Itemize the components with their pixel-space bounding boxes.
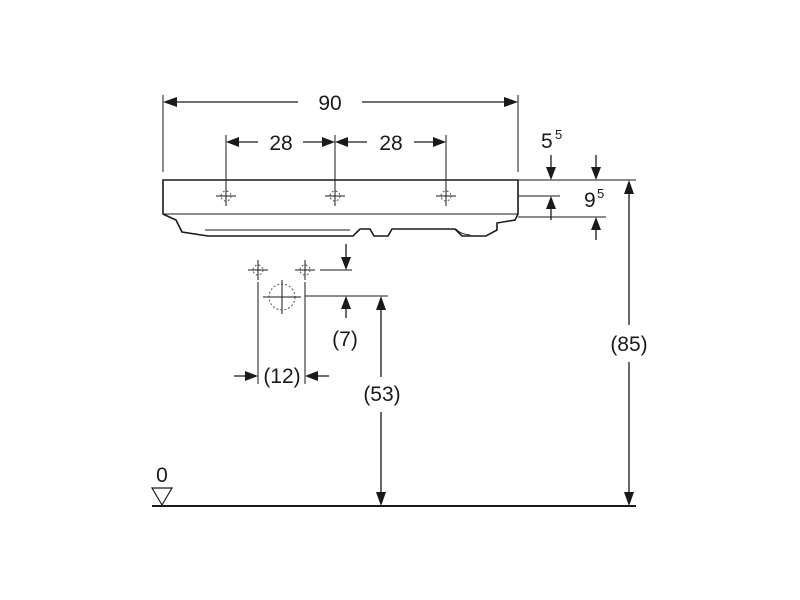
drain-rise-label: (7)	[332, 328, 358, 351]
arrow-icon	[322, 137, 335, 147]
arrow-icon	[433, 137, 446, 147]
rim-offset-sup: 5	[555, 127, 562, 142]
rim-offset-label: 5	[541, 130, 553, 153]
dim-rim-height: (85)	[610, 180, 648, 506]
level-marker-icon	[150, 487, 174, 507]
basin-height-label: 9	[584, 189, 596, 212]
tap-hole-center	[325, 186, 345, 206]
arrow-icon	[341, 296, 351, 309]
dim-rim-offset: 5 5	[518, 127, 562, 220]
arrow-icon	[245, 371, 258, 381]
arrow-icon	[305, 371, 318, 381]
arrow-icon	[335, 137, 348, 147]
dim-drain-height: (53)	[363, 296, 401, 506]
rim-height-label: (85)	[610, 333, 647, 356]
dim-drain-rise: (7)	[305, 295, 388, 351]
arrow-icon	[546, 196, 556, 209]
arrow-icon	[341, 257, 351, 270]
arrow-icon	[624, 492, 634, 506]
dim-supply-reference	[320, 244, 352, 271]
arrow-icon	[591, 217, 601, 230]
dim-overall-width: 90	[162, 92, 519, 172]
tap-spacing-left-label: 28	[269, 132, 292, 155]
arrow-icon	[226, 137, 239, 147]
dim-basin-height: 9 5	[518, 155, 636, 240]
arrow-icon	[376, 492, 386, 506]
arrow-icon	[591, 167, 601, 180]
dim-tap-spacing: 28 28	[225, 132, 447, 186]
wall-connection-left	[248, 260, 268, 280]
drain-symbol	[263, 280, 301, 314]
arrow-icon	[546, 167, 556, 180]
overall-width-label: 90	[318, 92, 341, 115]
dim-drain-width: (12)	[234, 282, 329, 388]
arrow-icon	[376, 296, 386, 310]
floor-level: 0	[150, 464, 636, 507]
arrow-icon	[504, 97, 518, 107]
basin-height-sup: 5	[597, 186, 604, 201]
basin-body	[162, 179, 519, 237]
drain-height-label: (53)	[363, 383, 400, 406]
tap-hole-right	[436, 186, 456, 206]
arrow-icon	[624, 180, 634, 194]
floor-level-label: 0	[156, 464, 168, 487]
wall-connection-right	[295, 260, 315, 280]
tap-hole-left	[216, 186, 236, 206]
drain-width-label: (12)	[263, 365, 300, 388]
arrow-icon	[163, 97, 177, 107]
tap-spacing-right-label: 28	[379, 132, 402, 155]
